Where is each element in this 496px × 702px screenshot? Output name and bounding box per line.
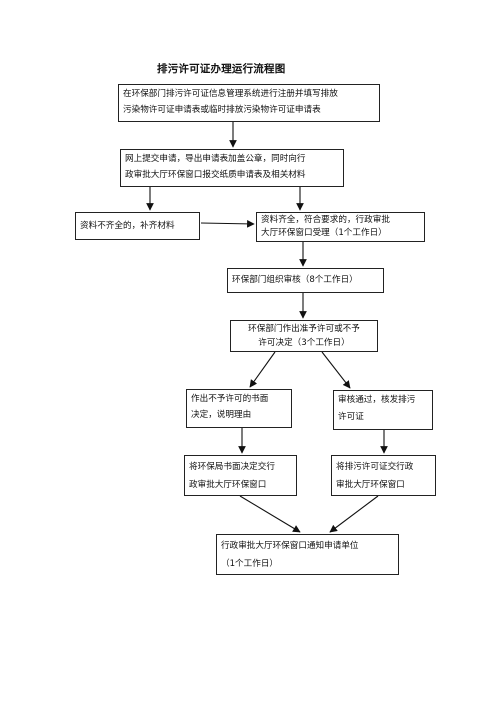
flowchart-title: 排污许可证办理运行流程图 xyxy=(157,63,286,75)
step-deny-transfer-line1: 将环保局书面决定交行 xyxy=(189,462,275,472)
step-incomplete: 资料不齐全的，补齐材料 xyxy=(75,212,200,240)
step-submit-line2: 政审批大厅环保窗口报交纸质申请表及相关材料 xyxy=(125,170,306,180)
step-approve-transfer-line1: 将排污许可证交行政 xyxy=(336,462,414,472)
step-notify-line2: （1个工作日） xyxy=(221,559,279,569)
step-accept-line1: 资料齐全，符合要求的，行政审批 xyxy=(261,215,390,225)
step-accept-line2: 大厅环保窗口受理（1个工作日） xyxy=(261,228,387,238)
step-deny-line1: 作出不予许可的书面 xyxy=(191,394,269,404)
step-submit-line1: 网上提交申请，导出申请表加盖公章，同时向行 xyxy=(125,154,306,164)
step-incomplete-line1: 资料不齐全的，补齐材料 xyxy=(80,221,175,231)
step-review-line1: 环保部门组织审核（8个工作日） xyxy=(232,275,358,285)
step-deny-transfer-line2: 政审批大厅环保窗口 xyxy=(189,480,267,490)
step-deny: 作出不予许可的书面 决定，说明理由 xyxy=(186,389,292,428)
arrow-decide-to-approve xyxy=(321,351,351,389)
step-approve: 审核通过，核发排污 许可证 xyxy=(333,390,433,430)
step-decide-line2: 许可决定（3个工作日） xyxy=(258,338,350,348)
step-approve-line2: 许可证 xyxy=(338,412,364,422)
arrow-decide-to-deny xyxy=(249,351,276,388)
step-decide-line1: 环保部门作出准予许可或不予 xyxy=(248,324,360,334)
step-register: 在环保部门排污许可证信息管理系统进行注册并填写排放 污染物许可证申请表或临时排放… xyxy=(118,84,380,122)
arrow-deny-transfer-to-notify xyxy=(239,495,301,533)
step-accept: 资料齐全，符合要求的，行政审批 大厅环保窗口受理（1个工作日） xyxy=(256,212,425,242)
step-notify-line1: 行政审批大厅环保窗口通知申请单位 xyxy=(221,541,359,551)
step-approve-transfer-line2: 审批大厅环保窗口 xyxy=(336,480,405,490)
step-deny-line2: 决定，说明理由 xyxy=(191,410,252,420)
step-decide: 环保部门作出准予许可或不予 许可决定（3个工作日） xyxy=(230,320,378,352)
arrow-incomplete-to-accept xyxy=(200,220,255,228)
step-register-line2: 污染物许可证申请表或临时排放污染物许可证申请表 xyxy=(123,105,321,115)
step-register-line1: 在环保部门排污许可证信息管理系统进行注册并填写排放 xyxy=(123,89,338,99)
step-deny-transfer: 将环保局书面决定交行 政审批大厅环保窗口 xyxy=(184,455,297,496)
step-approve-transfer: 将排污许可证交行政 审批大厅环保窗口 xyxy=(331,455,436,496)
step-approve-line1: 审核通过，核发排污 xyxy=(338,395,416,405)
step-submit: 网上提交申请，导出申请表加盖公章，同时向行 政审批大厅环保窗口报交纸质申请表及相… xyxy=(120,149,344,187)
step-review: 环保部门组织审核（8个工作日） xyxy=(227,268,384,293)
arrow-approve-transfer-to-notify xyxy=(329,495,379,533)
step-notify: 行政审批大厅环保窗口通知申请单位 （1个工作日） xyxy=(216,534,399,575)
